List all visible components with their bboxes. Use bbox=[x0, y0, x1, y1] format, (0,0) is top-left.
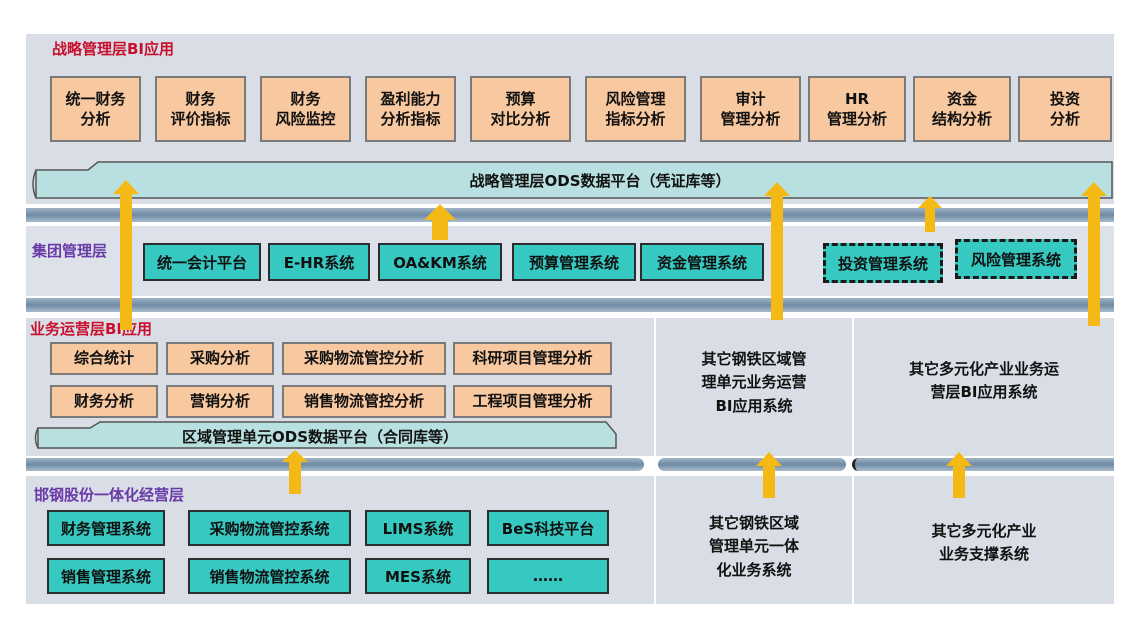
group-system-box: 预算管理系统 bbox=[512, 243, 636, 281]
strategic-app-box: 资金 结构分析 bbox=[913, 76, 1011, 142]
handan-system-box: 销售管理系统 bbox=[47, 558, 165, 594]
other-diversified-system-panel bbox=[854, 476, 1114, 604]
up-arrow-icon bbox=[120, 194, 132, 330]
regional-ods-platform-shape bbox=[34, 421, 617, 449]
up-arrow-icon bbox=[424, 204, 456, 220]
other-steel-system-text: 其它钢铁区域 管理单元一体 化业务系统 bbox=[708, 514, 799, 579]
up-arrow-icon bbox=[289, 462, 301, 494]
strategic-app-box: 统一财务 分析 bbox=[50, 76, 141, 142]
strategic-ods-platform-label: 战略管理层ODS数据平台（凭证库等） bbox=[469, 171, 731, 190]
business-app-box: 销售物流管控分析 bbox=[282, 385, 446, 418]
business-app-box: 采购分析 bbox=[166, 342, 274, 375]
handan-system-box: 销售物流管控系统 bbox=[188, 558, 351, 594]
handan-system-box: 采购物流管控系统 bbox=[188, 510, 351, 546]
group-system-box: E-HR系统 bbox=[268, 243, 370, 281]
up-arrow-icon bbox=[946, 452, 972, 466]
up-arrow-icon bbox=[756, 452, 782, 466]
strategic-app-box: 审计 管理分析 bbox=[700, 76, 801, 142]
other-steel-bi-panel bbox=[656, 318, 852, 456]
handan-system-box: LIMS系统 bbox=[365, 510, 471, 546]
up-arrow-icon bbox=[1088, 196, 1100, 326]
up-arrow-icon bbox=[113, 180, 139, 194]
handan-layer-title: 邯钢股份一体化经营层 bbox=[34, 486, 185, 504]
up-arrow-icon bbox=[432, 220, 448, 240]
up-arrow-icon bbox=[771, 196, 783, 320]
other-diversified-bi-panel bbox=[854, 318, 1114, 456]
business-app-box: 综合统计 bbox=[50, 342, 158, 375]
other-diversified-system-text: 其它多元化产业 业务支撑系统 bbox=[931, 522, 1037, 564]
strategic-app-box: 投资 分析 bbox=[1018, 76, 1112, 142]
other-steel-bi-text: 其它钢铁区域管 理单元业务运营 BI应用系统 bbox=[701, 350, 807, 415]
up-arrow-icon bbox=[925, 208, 935, 232]
strategic-app-box: 财务 风险监控 bbox=[260, 76, 351, 142]
group-planned-system-box: 投资管理系统 bbox=[823, 243, 943, 283]
strategic-app-box: 财务 评价指标 bbox=[155, 76, 246, 142]
up-arrow-icon bbox=[764, 182, 790, 196]
group-planned-system-box: 风险管理系统 bbox=[955, 239, 1077, 279]
other-diversified-bi-text: 其它多元化产业业务运 营层BI应用系统 bbox=[908, 360, 1059, 402]
up-arrow-icon bbox=[953, 466, 965, 498]
up-arrow-icon bbox=[763, 466, 775, 498]
separator-band bbox=[26, 298, 1114, 312]
strategic-app-box: 风险管理 指标分析 bbox=[585, 76, 686, 142]
strategic-app-box: 预算 对比分析 bbox=[470, 76, 571, 142]
separator-band bbox=[26, 208, 1114, 222]
group-layer-title: 集团管理层 bbox=[32, 242, 108, 260]
business-app-box: 采购物流管控分析 bbox=[282, 342, 446, 375]
business-app-box: 营销分析 bbox=[166, 385, 274, 418]
handan-system-box: BeS科技平台 bbox=[487, 510, 609, 546]
strategic-ods-platform-shape bbox=[32, 161, 1113, 199]
separator-band bbox=[26, 458, 644, 471]
regional-ods-platform-label: 区域管理单元ODS数据平台（合同库等） bbox=[181, 427, 458, 446]
handan-system-box: 财务管理系统 bbox=[47, 510, 165, 546]
business-app-box: 科研项目管理分析 bbox=[453, 342, 612, 375]
business-app-box: 财务分析 bbox=[50, 385, 158, 418]
group-system-box: 资金管理系统 bbox=[640, 243, 764, 281]
group-system-box: 统一会计平台 bbox=[143, 243, 261, 281]
strategic-app-box: 盈利能力 分析指标 bbox=[365, 76, 456, 142]
up-arrow-icon bbox=[918, 196, 942, 208]
group-system-box: OA&KM系统 bbox=[378, 243, 502, 281]
up-arrow-icon bbox=[282, 450, 308, 462]
strategic-app-box: HR 管理分析 bbox=[808, 76, 906, 142]
separator-band bbox=[658, 458, 846, 471]
up-arrow-icon bbox=[1081, 182, 1107, 196]
separator-band bbox=[852, 458, 1114, 471]
strategic-layer-title: 战略管理层BI应用 bbox=[52, 40, 175, 58]
business-app-box: 工程项目管理分析 bbox=[453, 385, 612, 418]
handan-system-box: …… bbox=[487, 558, 609, 594]
handan-system-box: MES系统 bbox=[365, 558, 471, 594]
other-steel-system-panel bbox=[656, 476, 852, 604]
